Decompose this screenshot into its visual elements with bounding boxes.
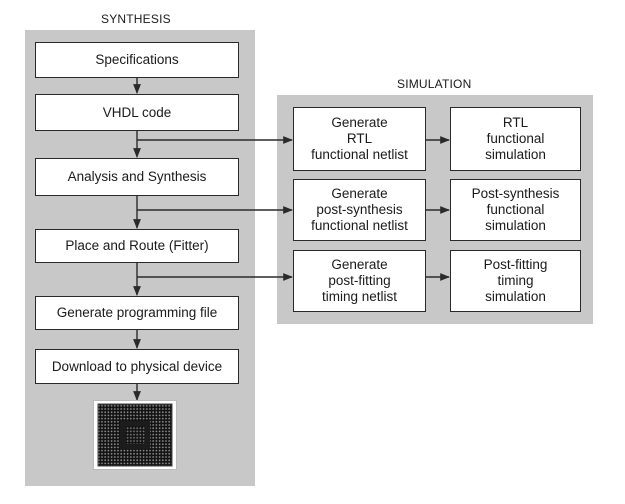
generate-post-synthesis-netlist: Generate post-synthesis functional netli… bbox=[293, 179, 426, 241]
line: simulation bbox=[485, 289, 546, 304]
generate-post-fitting-netlist: Generate post-fitting timing netlist bbox=[293, 250, 426, 312]
line: Generate bbox=[331, 186, 388, 201]
line: Generate bbox=[331, 257, 388, 272]
line: RTL bbox=[346, 131, 373, 146]
step-vhdl-code: VHDL code bbox=[35, 94, 239, 131]
line: timing netlist bbox=[321, 289, 398, 304]
line: functional bbox=[486, 131, 545, 146]
step-specifications: Specifications bbox=[35, 42, 239, 78]
step-analysis-synthesis: Analysis and Synthesis bbox=[35, 158, 239, 196]
generate-rtl-netlist: Generate RTL functional netlist bbox=[293, 107, 426, 171]
step-generate-programming-file: Generate programming file bbox=[35, 296, 239, 330]
line: Post-fitting bbox=[483, 257, 548, 272]
post-synthesis-functional-simulation: Post-synthesis functional simulation bbox=[450, 179, 581, 241]
line: Post-synthesis bbox=[471, 186, 560, 201]
step-label: Specifications bbox=[95, 52, 179, 67]
step-label: Generate programming file bbox=[56, 305, 218, 320]
step-place-and-route: Place and Route (Fitter) bbox=[35, 229, 239, 263]
line: RTL bbox=[502, 115, 529, 130]
line: functional netlist bbox=[311, 147, 408, 162]
rtl-functional-simulation: RTL functional simulation bbox=[450, 107, 581, 171]
step-label: VHDL code bbox=[102, 104, 172, 120]
line: Generate bbox=[331, 115, 388, 130]
simulation-title: SIMULATION bbox=[397, 77, 472, 91]
step-label: Analysis and Synthesis bbox=[67, 169, 207, 184]
post-fitting-timing-simulation: Post-fitting timing simulation bbox=[450, 250, 581, 312]
line: simulation bbox=[485, 147, 546, 162]
line: timing bbox=[497, 273, 534, 288]
fpga-chip-image bbox=[93, 400, 177, 470]
step-label: Download to physical device bbox=[51, 358, 223, 374]
step-download-to-device: Download to physical device bbox=[35, 349, 239, 384]
line: post-synthesis bbox=[316, 202, 403, 217]
line: functional bbox=[486, 202, 545, 217]
line: functional netlist bbox=[311, 218, 408, 233]
synthesis-title: SYNTHESIS bbox=[101, 12, 171, 26]
line: post-fitting bbox=[328, 273, 391, 288]
line: simulation bbox=[485, 218, 546, 233]
step-label: Place and Route (Fitter) bbox=[65, 238, 209, 253]
